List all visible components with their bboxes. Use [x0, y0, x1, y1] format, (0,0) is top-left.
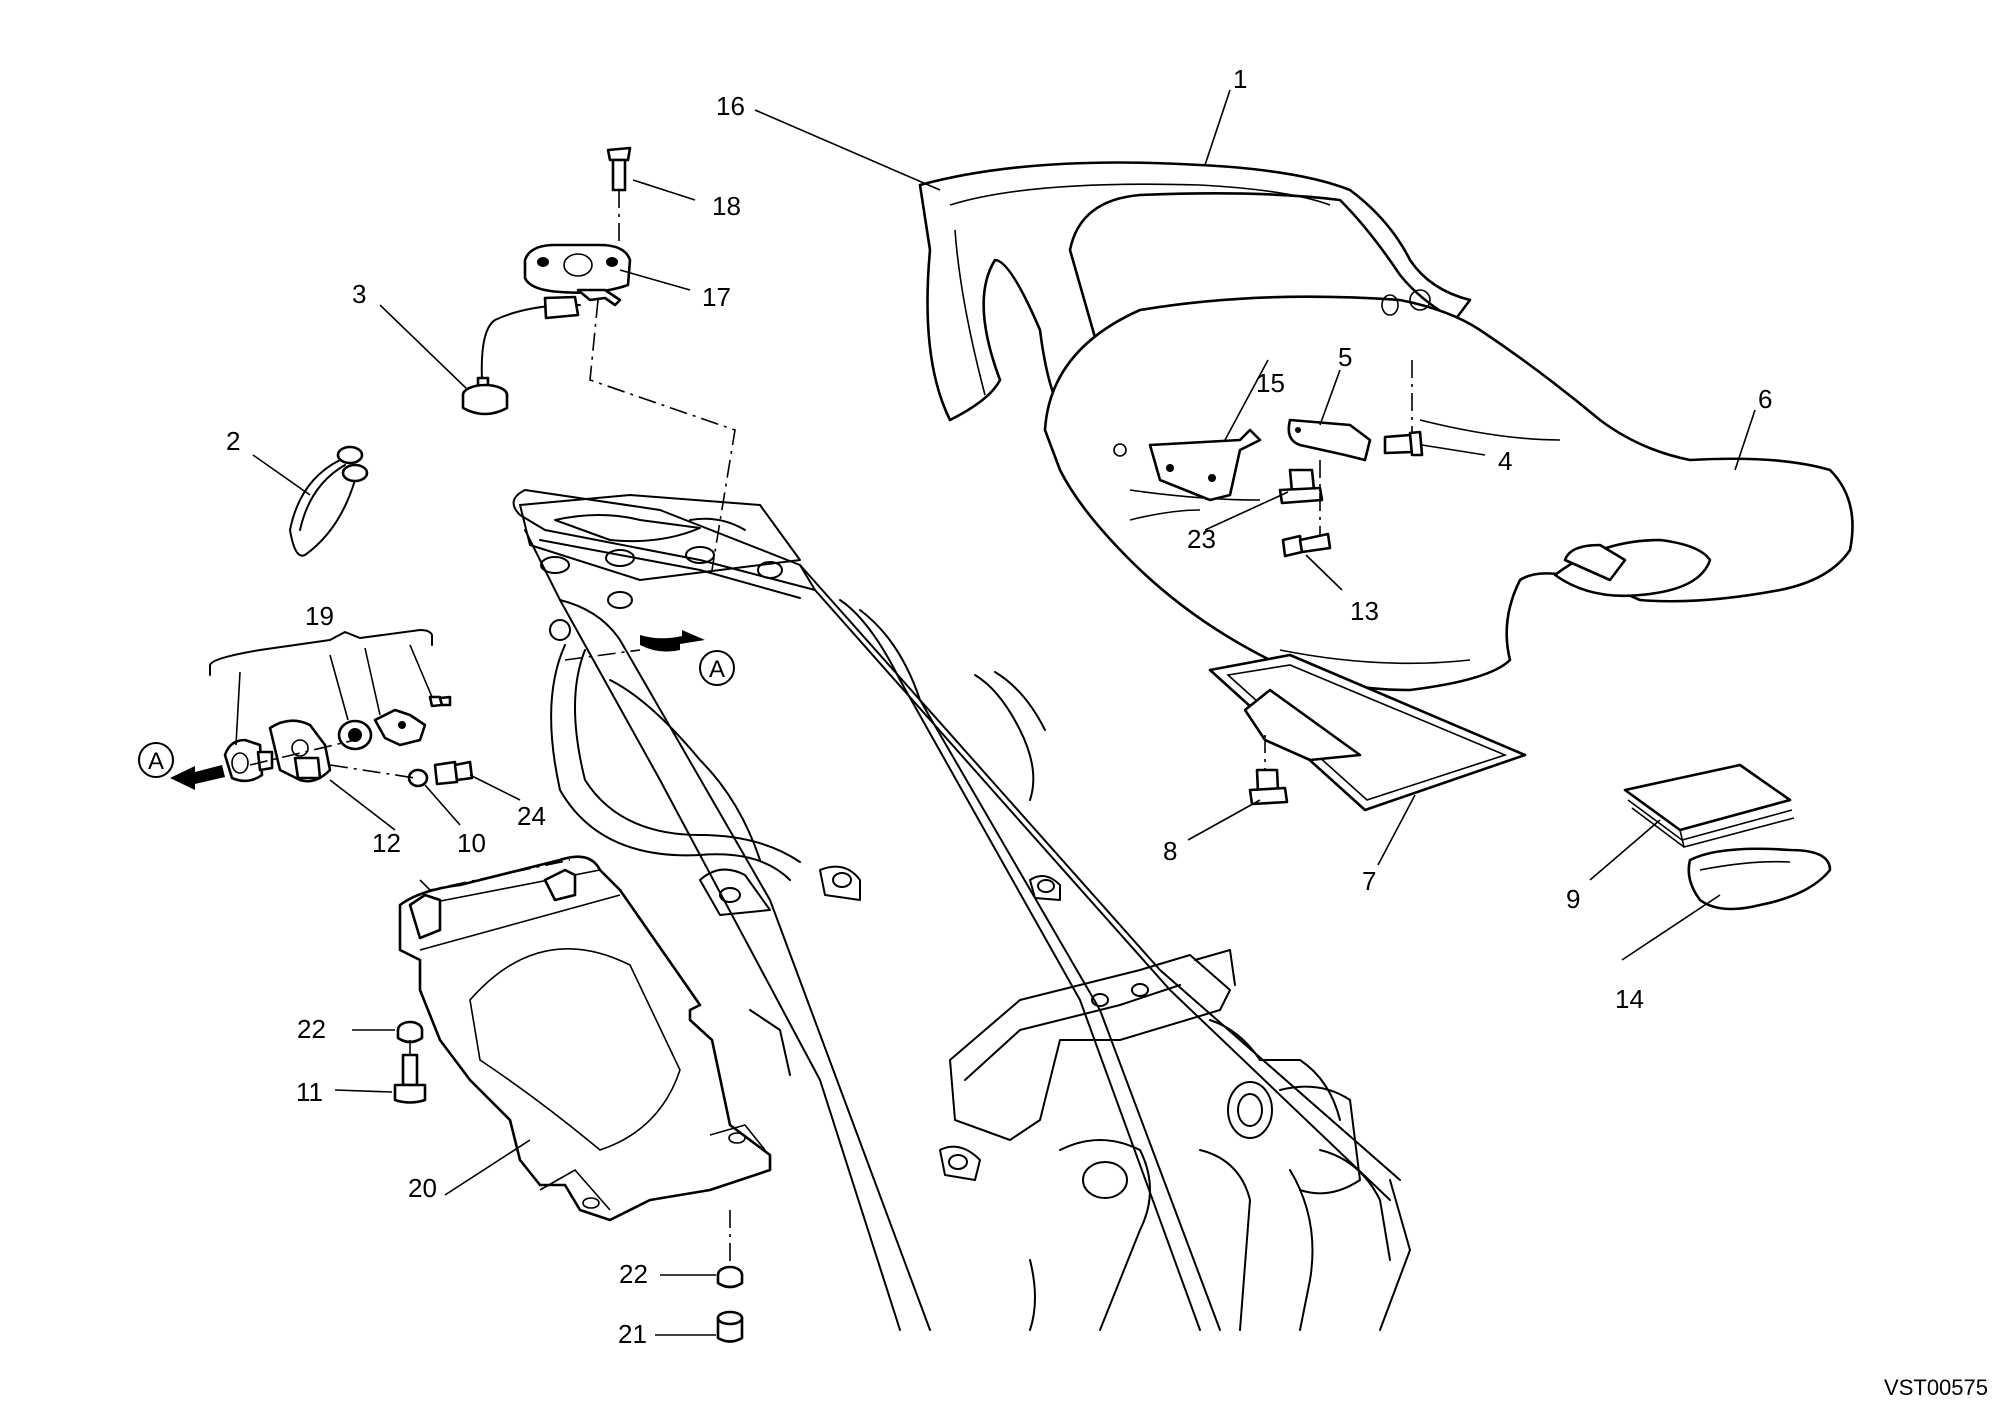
latch-clip — [373, 695, 452, 747]
view-ref-a-right: A — [699, 650, 735, 686]
view-arrow-left — [170, 765, 225, 790]
callout-4: 4 — [1498, 446, 1512, 476]
lock-cylinder — [223, 738, 274, 783]
rear-subframe — [512, 489, 1411, 1331]
nut-22-upper — [396, 1020, 424, 1044]
callout-11: 11 — [296, 1077, 323, 1107]
bolt-8 — [1248, 768, 1289, 806]
seat-bracket-left — [1148, 428, 1262, 502]
callout-5: 5 — [1338, 342, 1352, 372]
callout-7: 7 — [1362, 866, 1376, 896]
bolt-13 — [1281, 532, 1332, 558]
callout-8: 8 — [1163, 836, 1177, 866]
callout-14: 14 — [1615, 984, 1644, 1014]
callout-6: 6 — [1758, 384, 1772, 414]
callout-20: 20 — [408, 1173, 437, 1203]
manual-booklet — [1623, 763, 1795, 848]
view-ref-a-left: A — [138, 742, 174, 778]
seat-pad — [1687, 847, 1832, 911]
callout-1: 1 — [1233, 64, 1247, 94]
assembly-lines — [409, 190, 1413, 1268]
washer-10 — [407, 768, 429, 788]
bolt-4 — [1383, 430, 1424, 457]
callout-24: 24 — [517, 801, 546, 831]
grommet-3 — [461, 383, 509, 416]
view-ref-a-left-label: A — [148, 748, 164, 775]
rear-seat-cowl — [918, 161, 1472, 432]
callout-16: 16 — [716, 91, 745, 121]
callout-labels: 1 2 3 4 5 6 7 8 9 10 11 12 13 14 15 16 1… — [226, 64, 1772, 1349]
seat-lock-plate — [523, 243, 632, 307]
bolt-11 — [393, 1053, 427, 1104]
callout-18: 18 — [712, 191, 741, 221]
leader-lines — [252, 89, 1756, 1336]
callout-2: 2 — [226, 426, 240, 456]
earth-cable — [289, 445, 369, 557]
callout-12: 12 — [372, 828, 401, 858]
drawing-code: VST00575 — [1884, 1375, 1988, 1400]
callout-22-lower: 22 — [619, 1259, 648, 1289]
callout-17: 17 — [702, 282, 731, 312]
screw-18 — [606, 146, 632, 192]
bolt-23 — [1278, 468, 1324, 505]
callout-3: 3 — [352, 279, 366, 309]
callout-23: 23 — [1187, 524, 1216, 554]
seat-bracket-right — [1287, 418, 1372, 462]
view-arrow-right — [640, 630, 705, 652]
seat-cushion — [1043, 289, 1854, 692]
callout-10: 10 — [457, 828, 486, 858]
under-seat-tray — [1208, 653, 1527, 812]
undertray-20 — [398, 855, 772, 1222]
callout-15: 15 — [1256, 368, 1285, 398]
callout-22-upper: 22 — [297, 1014, 326, 1044]
latch-bracket-12 — [268, 719, 332, 783]
lock-cable — [476, 295, 581, 394]
nut-22-lower — [716, 1265, 744, 1289]
screw-24 — [433, 760, 474, 786]
callout-21: 21 — [618, 1319, 647, 1349]
callout-19: 19 — [305, 601, 334, 631]
view-ref-a-right-label: A — [709, 656, 725, 683]
callout-13: 13 — [1350, 596, 1379, 626]
latch-ring — [337, 719, 373, 751]
nut-21 — [716, 1310, 744, 1343]
callout-9: 9 — [1566, 884, 1580, 914]
bracket-19 — [209, 629, 433, 779]
